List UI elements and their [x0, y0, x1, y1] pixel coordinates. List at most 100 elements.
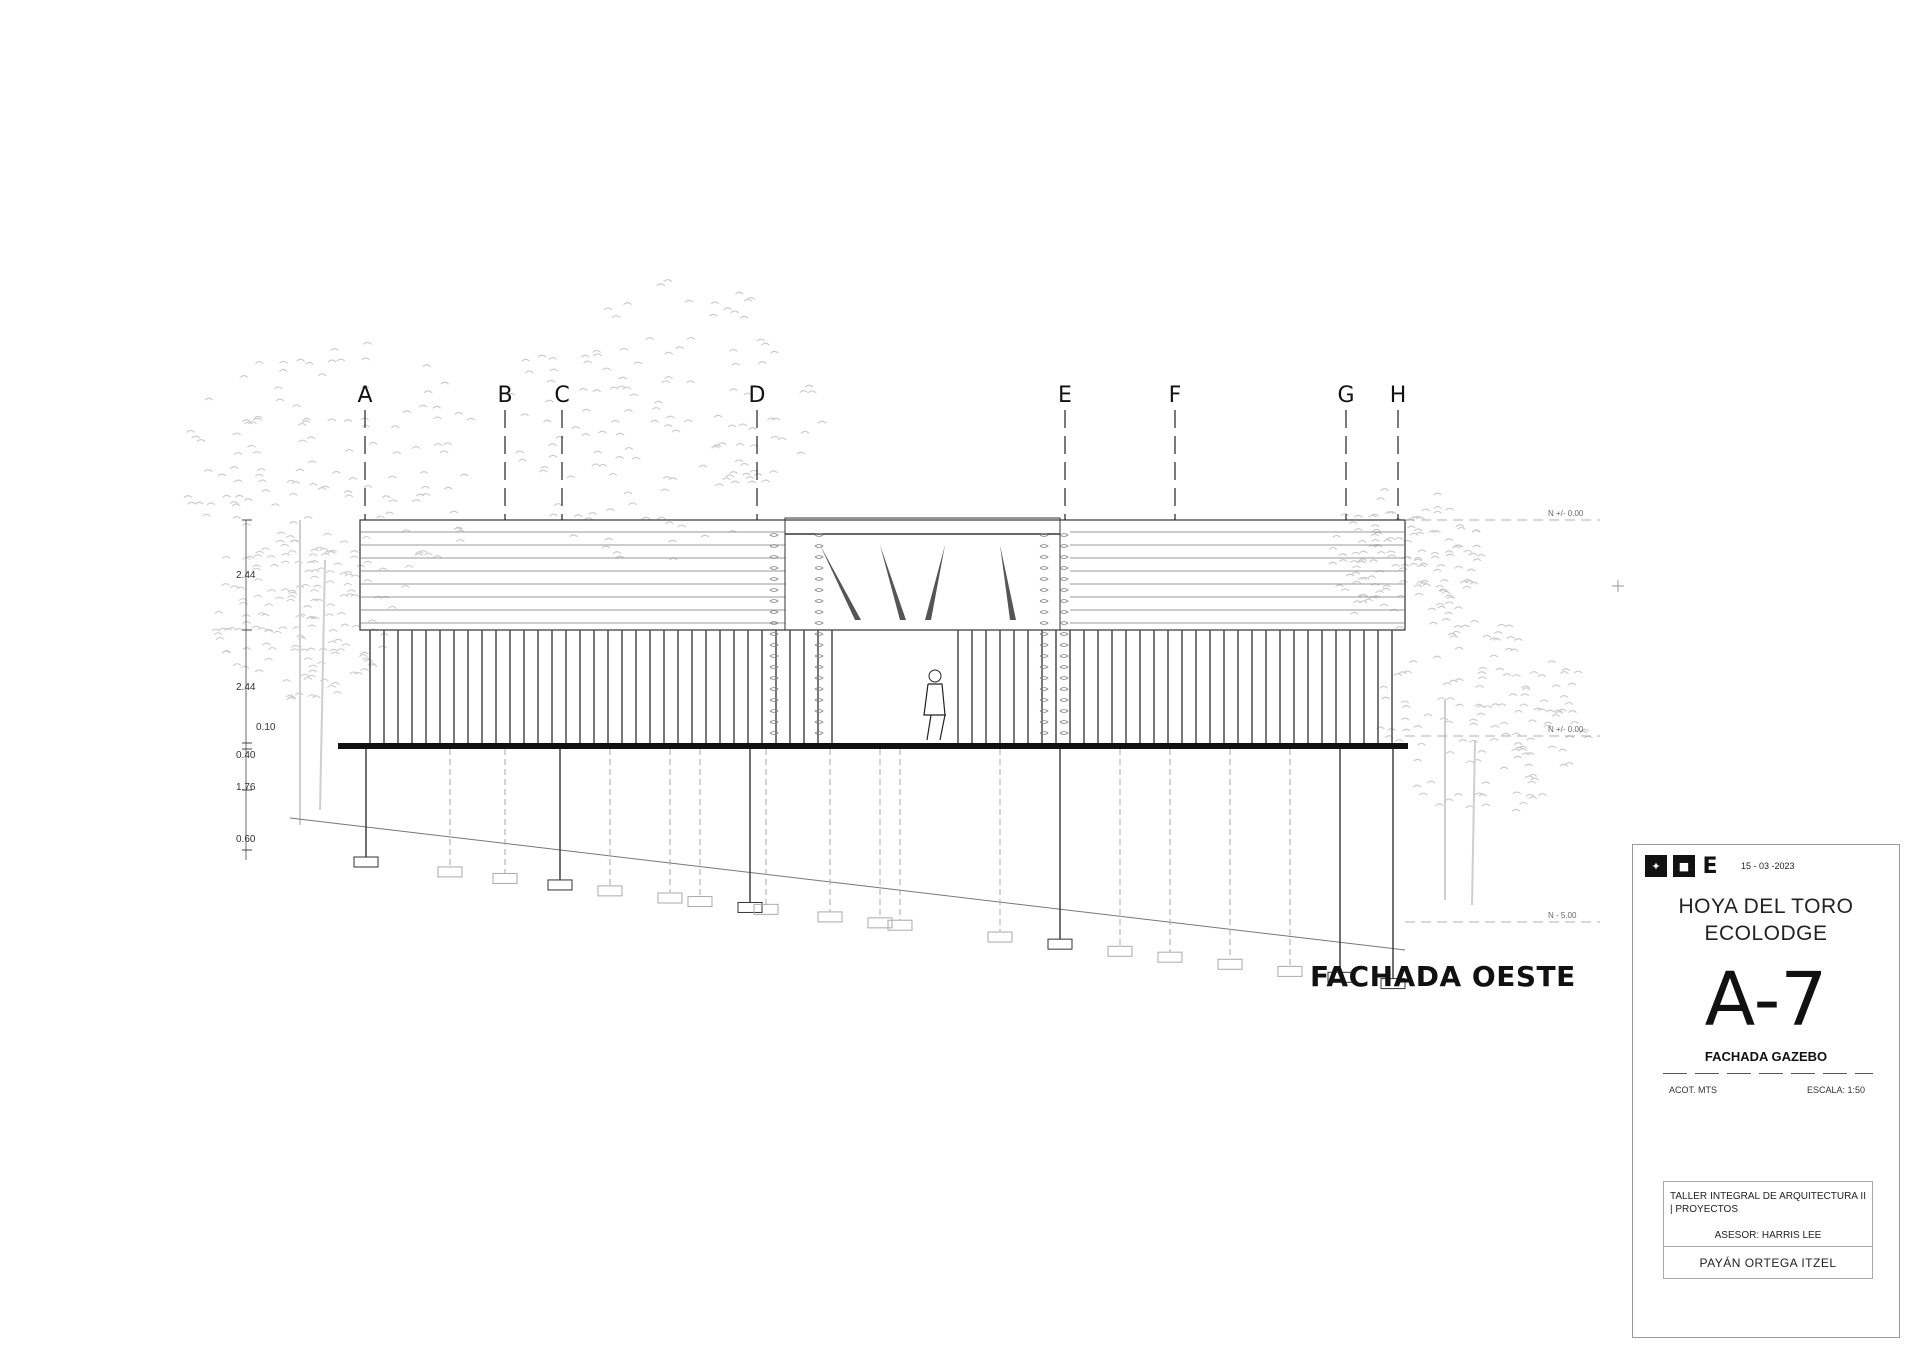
tree-leaf-stroke: [261, 489, 271, 493]
hanging-vine: [1039, 544, 1049, 548]
grid-axis-label: E: [1058, 383, 1072, 408]
tree-leaf-stroke: [363, 579, 372, 583]
tree-leaf-stroke: [566, 475, 576, 479]
tree-leaf-stroke: [1370, 533, 1380, 537]
tree-leaf-stroke: [1445, 507, 1455, 511]
hanging-vine: [769, 577, 779, 581]
tree-leaf-stroke: [232, 432, 242, 436]
tree-leaf-stroke: [1454, 678, 1464, 682]
tree-leaf-stroke: [598, 430, 607, 434]
hanging-vine: [769, 588, 779, 592]
tree-leaf-stroke: [1417, 564, 1427, 568]
tree-leaf-stroke: [738, 423, 748, 427]
hanging-vine: [1059, 676, 1069, 680]
tree-leaf-stroke: [242, 523, 251, 527]
tree-leaf-stroke: [411, 446, 421, 449]
tree-leaf-stroke: [300, 673, 310, 677]
tree-leaf-stroke: [255, 550, 264, 554]
tree-leaf-stroke: [645, 337, 655, 340]
tree-leaf-stroke: [443, 442, 453, 446]
tree-leaf-stroke: [1417, 549, 1427, 553]
tree-leaf-stroke: [807, 390, 817, 394]
tree-leaf-stroke: [1374, 544, 1383, 548]
tree-leaf-stroke: [279, 360, 288, 364]
tree-leaf-stroke: [610, 419, 620, 423]
tree-leaf-stroke: [343, 419, 353, 423]
hanging-vine: [1059, 687, 1069, 691]
tree-leaf-stroke: [521, 358, 531, 362]
tree-leaf-stroke: [454, 412, 464, 415]
hanging-vine: [1059, 665, 1069, 669]
tree-leaf-stroke: [287, 595, 296, 598]
tree-leaf-stroke: [449, 510, 459, 514]
level-label: N +/- 0.00: [1548, 725, 1584, 734]
tree-leaf-stroke: [1395, 626, 1405, 629]
tree-leaf-stroke: [390, 425, 400, 429]
tree-leaf-stroke: [1482, 634, 1492, 638]
tree-leaf-stroke: [1401, 705, 1411, 709]
hanging-vine: [814, 698, 824, 702]
tree-leaf-stroke: [1490, 725, 1500, 728]
tree-leaf-stroke: [1518, 748, 1528, 752]
tree-leaf-stroke: [278, 626, 288, 630]
hanging-vine: [1039, 555, 1049, 559]
tree-leaf-stroke: [1432, 530, 1441, 534]
tree-leaf-stroke: [664, 351, 674, 355]
tree-leaf-stroke: [742, 472, 751, 476]
tree-leaf-stroke: [1445, 751, 1455, 754]
tree-leaf-stroke: [253, 554, 263, 558]
project-name: HOYA DEL TORO ECOLODGE: [1633, 893, 1899, 947]
tree-leaf-stroke: [1354, 514, 1363, 518]
tree-leaf-stroke: [455, 539, 465, 542]
tree-leaf-stroke: [270, 564, 279, 567]
tree-leaf-stroke: [344, 494, 354, 498]
tree-leaf-stroke: [1427, 607, 1437, 611]
tree-leaf-stroke: [1351, 551, 1360, 555]
tree-leaf-stroke: [1552, 684, 1561, 688]
tree-leaf-stroke: [1413, 584, 1423, 588]
sheet-date: 15 - 03 -2023: [1741, 861, 1795, 871]
tree-leaf-stroke: [771, 417, 781, 421]
hanging-vine: [1039, 698, 1049, 702]
tree-leaf-stroke: [1501, 732, 1511, 736]
tree-leaf-stroke: [1551, 714, 1561, 717]
tree-leaf-stroke: [1413, 725, 1423, 729]
hanging-vine: [769, 720, 779, 724]
background-trees: [183, 279, 1593, 906]
tree-leaf-stroke: [1502, 673, 1512, 677]
tree-leaf-stroke: [1457, 527, 1466, 530]
tree-leaf-stroke: [1353, 528, 1363, 531]
hanging-vine: [1059, 533, 1069, 537]
tree-leaf-stroke: [623, 491, 633, 495]
tree-leaf-stroke: [303, 516, 313, 519]
tree-leaf-stroke: [735, 443, 745, 446]
hanging-vine: [814, 665, 824, 669]
tree-leaf-stroke: [223, 628, 233, 631]
tree-leaf-stroke: [392, 451, 402, 455]
tree-leaf-stroke: [1328, 561, 1338, 565]
tree-leaf-stroke: [424, 552, 433, 556]
tree-leaf-stroke: [415, 493, 425, 497]
tree-leaf-stroke: [1358, 600, 1368, 604]
tree-leaf-stroke: [361, 536, 371, 539]
dimension-value: 2.44: [236, 570, 256, 581]
tree-leaf-stroke: [264, 603, 274, 607]
tree-leaf-stroke: [1465, 805, 1475, 809]
hanging-vine: [1059, 731, 1069, 735]
tree-leaf-stroke: [378, 645, 388, 649]
hanging-vine: [1059, 632, 1069, 636]
tree-leaf-stroke: [549, 368, 559, 372]
tree-leaf-stroke: [213, 632, 223, 636]
tree-leaf-stroke: [1433, 568, 1442, 572]
tree-leaf-stroke: [1453, 625, 1463, 629]
tree-leaf-stroke: [314, 598, 323, 602]
tree-leaf-stroke: [291, 644, 300, 648]
louver-shadow: [820, 545, 861, 620]
tree-leaf-stroke: [713, 414, 723, 418]
tree-leaf-stroke: [1428, 530, 1438, 534]
tree-leaf-stroke: [1367, 575, 1377, 579]
tree-leaf-stroke: [1559, 763, 1569, 767]
tree-leaf-stroke: [725, 474, 735, 478]
tree-leaf-stroke: [1417, 742, 1426, 746]
tree-leaf-stroke: [308, 669, 318, 673]
